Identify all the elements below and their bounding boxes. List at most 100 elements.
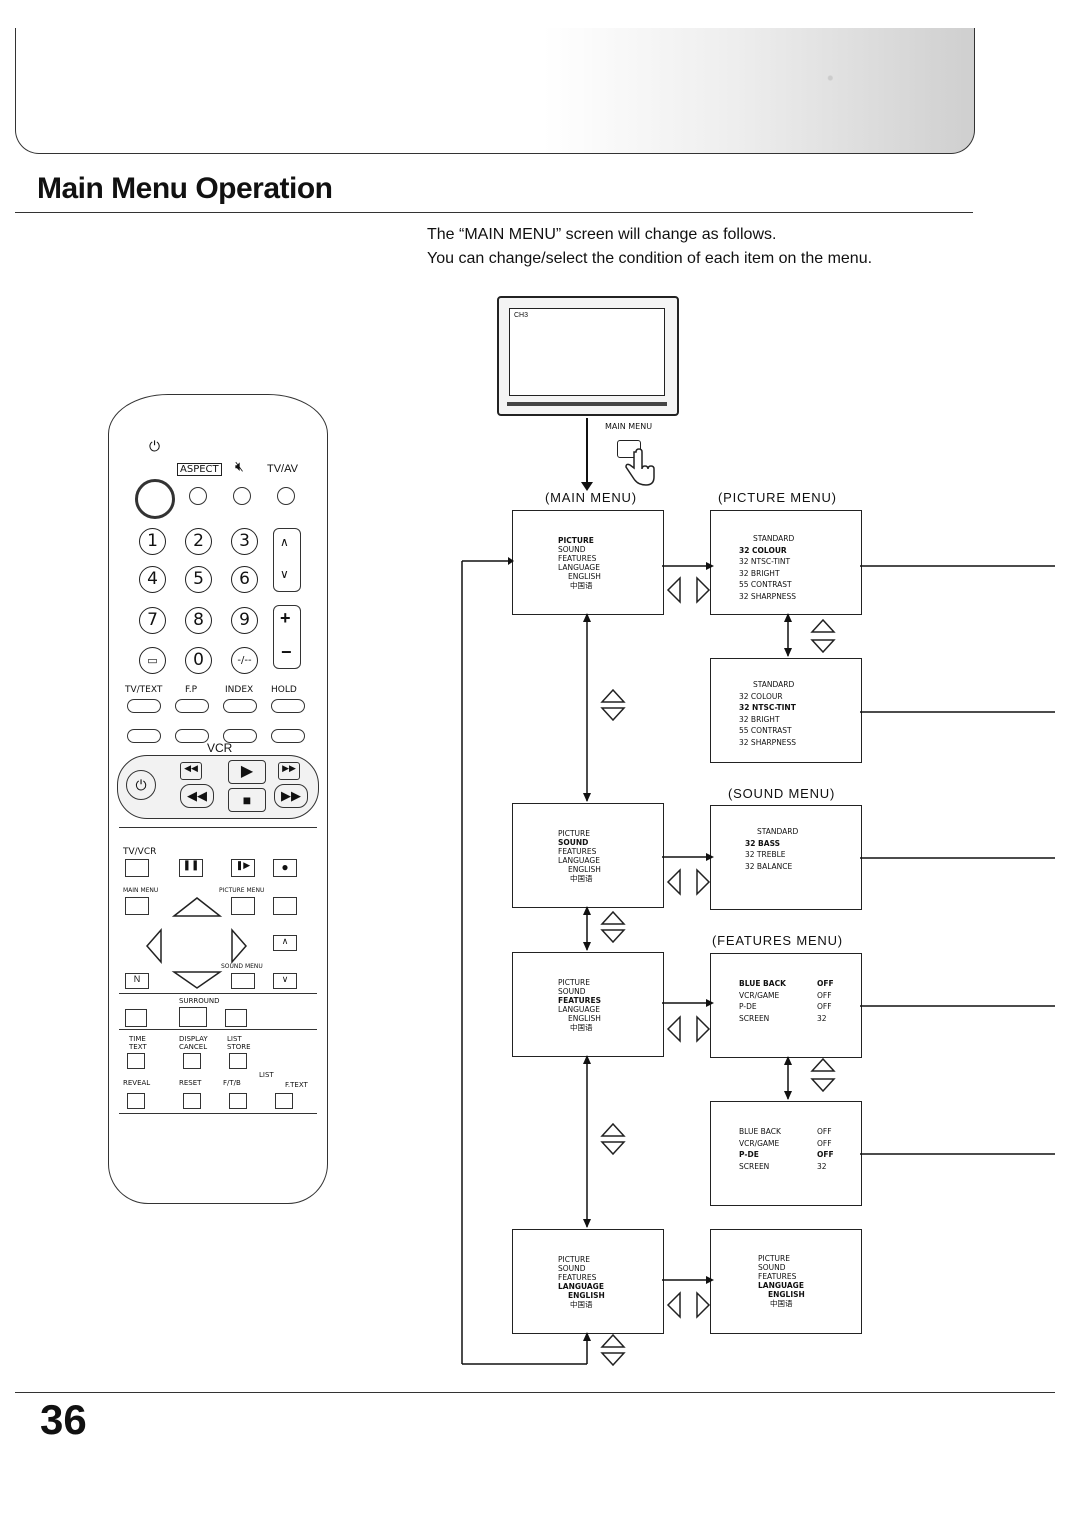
dash-button[interactable]: -/-- <box>231 647 258 674</box>
sound-row-bass[interactable]: 32 BASS <box>745 838 781 848</box>
picture-row-sharpness[interactable]: 32 SHARPNESS <box>739 591 797 601</box>
volume-down-icon[interactable]: − <box>281 642 292 662</box>
menu-item-features[interactable]: FEATURES <box>758 1272 797 1281</box>
picture-row-contrast[interactable]: 55 CONTRAST <box>739 726 792 735</box>
fp-button[interactable] <box>175 699 209 713</box>
menu-item-language[interactable]: LANGUAGE <box>558 856 600 865</box>
digit-9-button[interactable]: 9 <box>231 607 258 634</box>
menu-item-language[interactable]: LANGUAGE <box>558 563 600 572</box>
sound-row-treble[interactable]: 32 TREBLE <box>745 850 786 859</box>
menu-item-chinese[interactable]: 中国语 <box>570 1023 593 1032</box>
menu-item-chinese[interactable]: 中国语 <box>770 1299 793 1308</box>
menu-item-chinese[interactable]: 中国语 <box>570 874 593 883</box>
channel-down-icon[interactable]: ∨ <box>280 567 289 581</box>
digit-2-button[interactable]: 2 <box>185 528 212 555</box>
menu-item-chinese[interactable]: 中国语 <box>570 581 593 590</box>
menu-item-language[interactable]: LANGUAGE <box>758 1281 804 1290</box>
sound-menu-remote-button[interactable] <box>231 973 255 989</box>
digit-5-button[interactable]: 5 <box>185 566 212 593</box>
menu-item-picture[interactable]: PICTURE <box>758 1254 790 1263</box>
main-menu-remote-button[interactable] <box>125 897 149 915</box>
digit-7-button[interactable]: 7 <box>139 607 166 634</box>
yellow-button[interactable] <box>223 729 257 743</box>
menu-item-chinese[interactable]: 中国语 <box>570 1300 593 1309</box>
surround-button[interactable] <box>179 1007 207 1027</box>
slow-button[interactable]: ❚▶ <box>231 859 255 877</box>
n-button[interactable]: N <box>125 973 149 989</box>
digit-1-button[interactable]: 1 <box>139 528 166 555</box>
menu-item-features[interactable]: FEATURES <box>558 847 597 856</box>
tvtext-button[interactable] <box>127 699 161 713</box>
vcr-extra-button[interactable] <box>273 897 297 915</box>
menu-item-sound[interactable]: SOUND <box>558 987 586 996</box>
menu-item-language[interactable]: LANGUAGE <box>558 1282 604 1291</box>
menu-item-sound[interactable]: SOUND <box>758 1263 786 1272</box>
text-button[interactable]: ▭ <box>139 647 166 674</box>
picture-menu-remote-button[interactable] <box>231 897 255 915</box>
forward-small-button[interactable]: ▶▶ <box>278 762 300 780</box>
time-text-button[interactable] <box>127 1053 145 1069</box>
menu-item-language[interactable]: LANGUAGE <box>558 1005 600 1014</box>
sound-row-balance[interactable]: 32 BALANCE <box>745 861 793 871</box>
volume-rocker[interactable]: + − <box>273 605 301 669</box>
play-button[interactable]: ▶ <box>228 760 266 784</box>
menu-item-english[interactable]: ENGLISH <box>568 572 601 581</box>
digit-4-button[interactable]: 4 <box>139 566 166 593</box>
stereo-button[interactable] <box>225 1009 247 1027</box>
channel-down-vcr-button[interactable]: ∨ <box>273 973 297 989</box>
menu-item-features[interactable]: FEATURES <box>558 554 597 563</box>
tvvcr-button[interactable] <box>125 859 149 877</box>
menu-item-sound[interactable]: SOUND <box>558 838 589 847</box>
menu-item-features[interactable]: FEATURES <box>558 996 601 1005</box>
fast-forward-button[interactable]: ▶▶ <box>274 784 308 808</box>
menu-item-sound[interactable]: SOUND <box>558 1264 586 1273</box>
rewind-small-button[interactable]: ◀◀ <box>180 762 202 780</box>
power-button[interactable] <box>135 479 175 519</box>
stop-button[interactable]: ■ <box>228 788 266 812</box>
picture-row-tint[interactable]: 32 NTSC-TINT <box>739 703 796 712</box>
reset-button[interactable] <box>183 1093 201 1109</box>
record-button[interactable]: ● <box>273 859 297 877</box>
menu-item-english[interactable]: ENGLISH <box>768 1290 805 1299</box>
channel-rocker[interactable]: ∧ ∨ <box>273 528 301 592</box>
menu-item-picture[interactable]: PICTURE <box>558 536 594 545</box>
digit-6-button[interactable]: 6 <box>231 566 258 593</box>
digit-0-button[interactable]: 0 <box>185 647 212 674</box>
picture-row-tint[interactable]: 32 NTSC-TINT <box>739 557 791 566</box>
picture-row-contrast[interactable]: 55 CONTRAST <box>739 580 792 589</box>
list-store-button[interactable] <box>229 1053 247 1069</box>
cursor-pad-icons[interactable] <box>119 890 309 1000</box>
hold-button[interactable] <box>271 699 305 713</box>
rewind-button[interactable]: ◀◀ <box>180 784 214 808</box>
ftb-button[interactable] <box>229 1093 247 1109</box>
menu-item-sound[interactable]: SOUND <box>558 545 586 554</box>
reveal-button[interactable] <box>127 1093 145 1109</box>
menu-item-features[interactable]: FEATURES <box>558 1273 597 1282</box>
vcr-power-button[interactable]: ⏻ <box>126 770 156 800</box>
digit-8-button[interactable]: 8 <box>185 607 212 634</box>
picture-row-sharpness[interactable]: 32 SHARPNESS <box>739 737 797 747</box>
picture-row-colour[interactable]: 32 COLOUR <box>739 545 787 555</box>
timer-button[interactable] <box>125 1009 147 1027</box>
menu-item-english[interactable]: ENGLISH <box>568 865 601 874</box>
menu-item-english[interactable]: ENGLISH <box>568 1291 605 1300</box>
pause-button[interactable]: ❚❚ <box>179 859 203 877</box>
index-button[interactable] <box>223 699 257 713</box>
tvav-button[interactable] <box>277 487 295 505</box>
channel-up-vcr-button[interactable]: ∧ <box>273 935 297 951</box>
mute-button[interactable] <box>233 487 251 505</box>
blue-button[interactable] <box>271 729 305 743</box>
red-button[interactable] <box>127 729 161 743</box>
menu-item-english[interactable]: ENGLISH <box>568 1014 601 1023</box>
picture-row-bright[interactable]: 32 BRIGHT <box>739 714 780 724</box>
picture-row-colour[interactable]: 32 COLOUR <box>739 691 783 701</box>
menu-item-picture[interactable]: PICTURE <box>558 829 590 838</box>
picture-row-bright[interactable]: 32 BRIGHT <box>739 568 780 578</box>
